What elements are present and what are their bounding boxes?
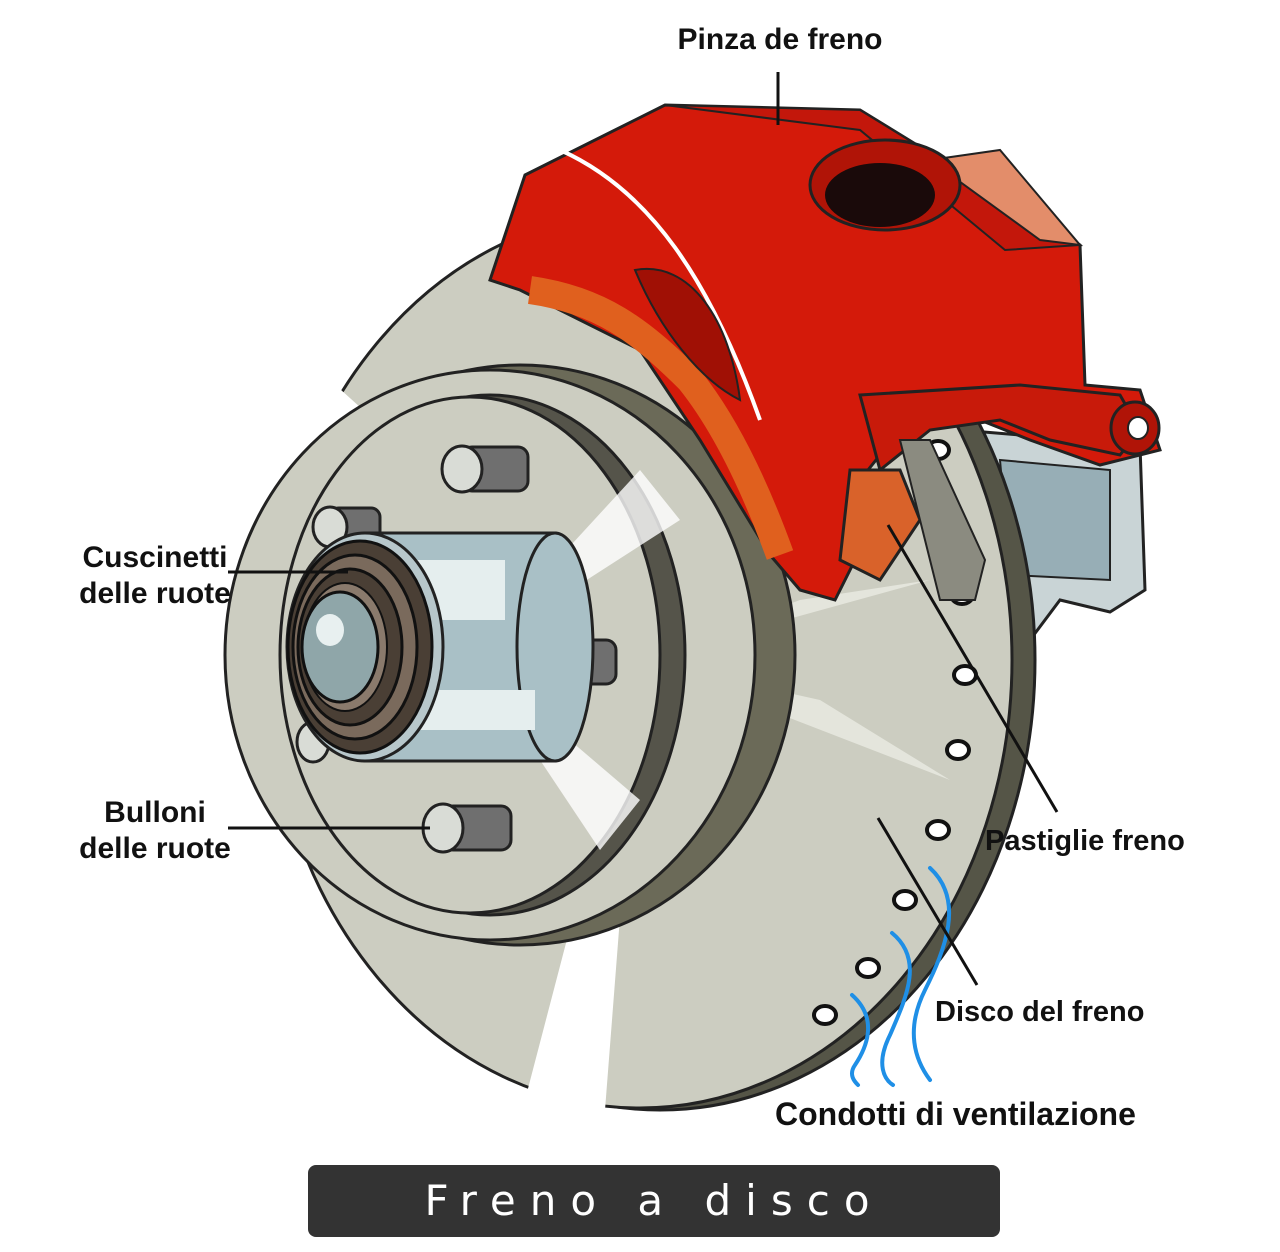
- diagram-title: Freno a disco: [424, 1176, 884, 1225]
- label-wheel-bearings-line1: Cuscinetti: [82, 541, 228, 574]
- label-ventilation-ducts: Condotti di ventilazione: [775, 1096, 1136, 1132]
- title-banner: Freno a disco: [308, 1165, 1000, 1237]
- bolt-top: [440, 444, 530, 494]
- label-wheel-bearings-line2: delle ruote: [79, 577, 231, 610]
- brake-caliper: [488, 103, 1162, 602]
- label-brake-disc: Disco del freno: [935, 996, 1145, 1028]
- label-brake-caliper: Pinza de freno: [677, 23, 883, 56]
- bolt-bottom: [421, 802, 513, 854]
- brake-pads: [898, 439, 987, 601]
- label-brake-pads: Pastiglie freno: [985, 825, 1185, 857]
- label-wheel-bolts-line2: delle ruote: [79, 832, 231, 865]
- label-wheel-bearings: Cuscinetti delle ruote: [55, 540, 255, 612]
- label-wheel-bolts: Bulloni delle ruote: [55, 795, 255, 867]
- wheel-hub: [285, 531, 595, 763]
- leader-lines: [228, 72, 1059, 986]
- label-wheel-bolts-line1: Bulloni: [104, 796, 206, 829]
- airflow-lines: [850, 866, 952, 1087]
- wheel-bearing: [286, 539, 434, 755]
